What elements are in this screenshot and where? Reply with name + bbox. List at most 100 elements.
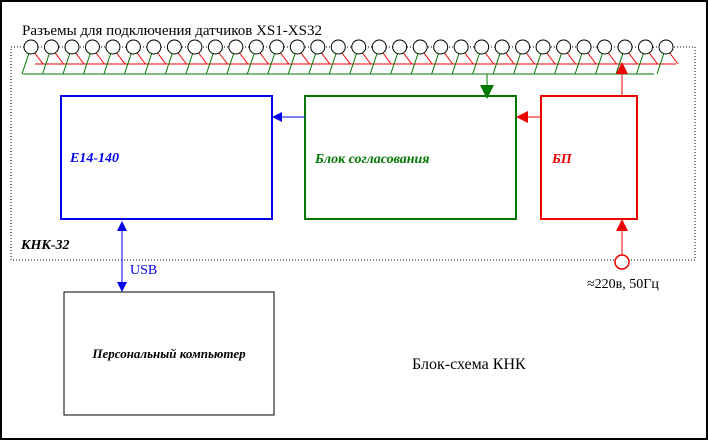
connector-red-wire	[217, 51, 228, 65]
connector-circle	[84, 39, 100, 55]
connector-circle	[556, 39, 572, 55]
connector-red-wire	[54, 51, 64, 65]
connector-green-wire	[451, 52, 460, 75]
connector-circle	[146, 39, 162, 55]
connector-red-wire	[33, 51, 44, 65]
connector-circle	[494, 39, 510, 55]
connector-circle	[433, 39, 449, 55]
connector-circle	[453, 39, 469, 55]
connector-green-wire	[636, 52, 644, 75]
connector-circle	[658, 39, 674, 55]
adc-block-label: E14-140	[69, 151, 119, 166]
connector-red-wire	[115, 51, 126, 65]
connector-green-wire	[164, 52, 173, 75]
connector-red-wire	[525, 51, 536, 65]
connector-green-wire	[328, 52, 337, 75]
connector-red-wire	[299, 51, 310, 65]
connector-green-wire	[349, 52, 358, 75]
connector-circle	[228, 39, 244, 55]
connector-circle	[392, 39, 408, 55]
connector-circle	[105, 39, 121, 55]
connector-red-wire	[320, 51, 331, 65]
connector-circle	[248, 39, 264, 55]
connector-red-wire	[607, 51, 617, 65]
connector-red-wire	[279, 51, 290, 65]
connector-green-wire	[21, 52, 30, 75]
connector-green-wire	[574, 52, 583, 75]
connector-circle	[125, 39, 141, 55]
connector-circle	[207, 39, 223, 55]
connector-circle	[310, 39, 326, 55]
connector-green-wire	[533, 52, 542, 75]
connector-red-wire	[197, 51, 208, 65]
matching-block-label: Блок согласования	[314, 152, 430, 167]
enclosure-label: КНК-32	[20, 238, 70, 253]
connector-red-wire	[258, 51, 269, 65]
connectors-label: Разъемы для подключения датчиков XS1-XS3…	[22, 23, 322, 39]
connector-green-wire	[513, 52, 522, 75]
mains-label: ≈220в, 50Гц	[587, 277, 659, 292]
connector-circle	[638, 39, 654, 55]
connector-red-wire	[176, 51, 187, 65]
connector-circle	[43, 39, 59, 55]
connector-green-wire	[226, 52, 235, 75]
mains-socket-icon	[614, 254, 630, 270]
connector-green-wire	[390, 52, 399, 75]
connector-red-wire	[648, 51, 658, 65]
connector-green-wire	[144, 52, 153, 75]
connector-circle	[351, 39, 367, 55]
connector-red-wire	[627, 51, 638, 65]
diagram-title: Блок-схема КНК	[412, 356, 526, 373]
connector-green-wire	[554, 52, 563, 75]
connector-red-wire	[381, 51, 392, 65]
connector-circle	[23, 39, 39, 55]
connector-green-wire	[267, 52, 276, 75]
connector-circle	[187, 39, 203, 55]
connector-green-wire	[410, 52, 419, 75]
connector-red-wire	[156, 51, 167, 65]
connector-green-wire	[287, 52, 296, 75]
matching-block	[304, 95, 517, 220]
connector-circle	[330, 39, 346, 55]
connector-green-wire	[205, 52, 214, 75]
connector-circle	[515, 39, 531, 55]
connector-green-wire	[595, 52, 604, 75]
connector-row	[21, 39, 679, 75]
adc-block	[60, 95, 273, 220]
connector-circle	[535, 39, 551, 55]
pc-block-label: Персональный компьютер	[91, 346, 246, 361]
connector-circle	[371, 39, 387, 55]
connector-red-wire	[566, 51, 576, 65]
connector-green-wire	[656, 52, 665, 75]
connector-green-wire	[308, 52, 317, 75]
connector-red-wire	[238, 51, 249, 65]
connector-red-wire	[95, 51, 105, 65]
connector-green-wire	[492, 52, 501, 75]
connector-green-wire	[246, 52, 255, 75]
connector-green-wire	[185, 52, 194, 75]
connector-red-wire	[668, 51, 679, 65]
connector-red-wire	[136, 51, 146, 65]
connector-green-wire	[82, 52, 91, 75]
connector-green-wire	[42, 52, 50, 75]
connector-red-wire	[422, 51, 433, 65]
connector-red-wire	[340, 51, 351, 65]
connector-green-wire	[103, 52, 112, 75]
connector-circle	[412, 39, 428, 55]
pc-block	[63, 291, 275, 416]
connector-red-wire	[545, 51, 556, 65]
power-block-label: БП	[551, 152, 573, 167]
connector-red-wire	[463, 51, 474, 65]
connector-red-wire	[586, 51, 597, 65]
connector-red-wire	[361, 51, 372, 65]
connector-circle	[474, 39, 490, 55]
connector-red-wire	[504, 51, 515, 65]
connector-red-wire	[484, 51, 495, 65]
connector-green-wire	[123, 52, 132, 75]
connector-green-wire	[472, 52, 481, 75]
connector-circle	[576, 39, 592, 55]
usb-label: USB	[130, 263, 157, 278]
